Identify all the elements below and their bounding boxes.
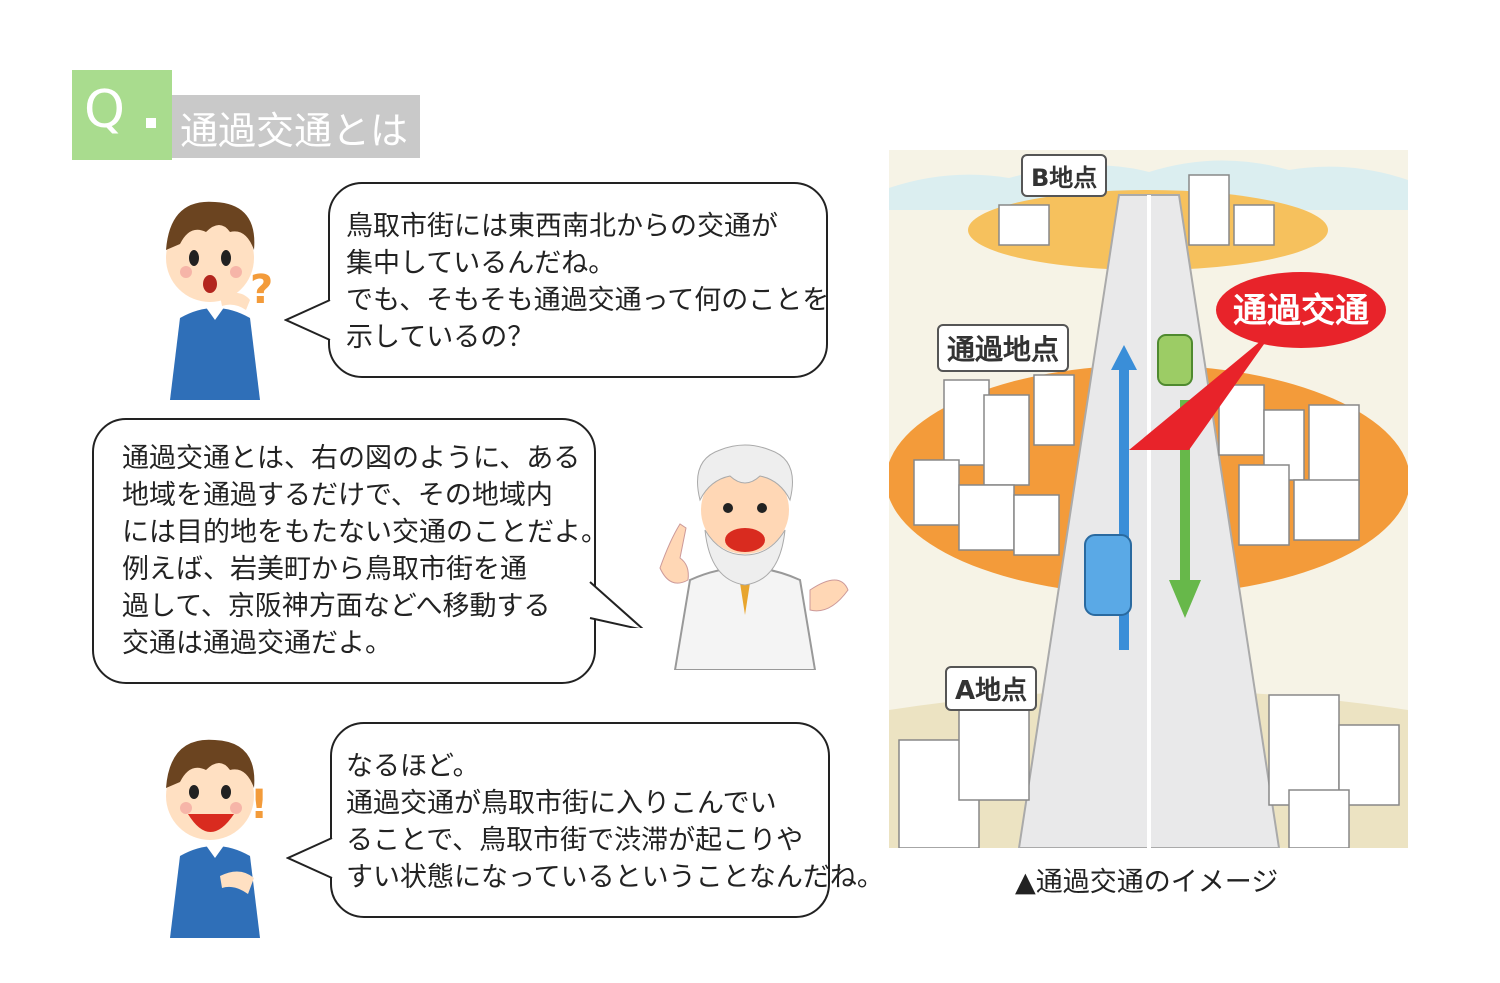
- bubble-tail: [284, 299, 331, 341]
- bubble-text-line: でも、そもそも通過交通って何のことを: [346, 285, 830, 316]
- bubble-text-line: 集中しているんだね。: [346, 248, 616, 279]
- bubble-tail: [589, 581, 644, 628]
- bubble-text-line: ることで、鳥取市街で渋滞が起こりや: [346, 825, 804, 856]
- label-pass-point: 通過地点: [937, 324, 1070, 372]
- page-title: 通過交通とは: [180, 109, 409, 153]
- bubble-text-line: 示しているの？: [346, 322, 535, 353]
- speech-bubble-boy-question: [328, 182, 828, 378]
- bubble-tail: [286, 837, 333, 879]
- through-traffic-figure: 通過交通 B地点 通過地点 A地点: [889, 150, 1408, 848]
- bubble-text-line: 例えば、岩美町から鳥取市街を通: [122, 554, 527, 585]
- boy-surprised-illustration: !: [166, 739, 268, 938]
- svg-text:!: !: [250, 782, 268, 828]
- title-bar: [172, 95, 420, 158]
- speech-bubble-boy-answer: [330, 722, 830, 918]
- bubble-text-line: なるほど。: [346, 751, 480, 782]
- bubble-text-line: 交通は通過交通だよ。: [122, 628, 392, 659]
- figure-scene: 通過交通: [889, 150, 1408, 848]
- label-point-b: B地点: [1021, 154, 1108, 197]
- bubble-text-line: 鳥取市街には東西南北からの交通が: [346, 211, 778, 242]
- question-badge: [72, 70, 172, 160]
- bubble-text-line: 通過交通とは、右の図のように、ある: [122, 443, 581, 474]
- bubble-text-line: には目的地をもたない交通のことだよ。: [122, 517, 608, 548]
- svg-text:?: ?: [250, 267, 273, 313]
- bubble-text-line: 過して、京阪神方面などへ移動する: [122, 591, 551, 622]
- question-letter: Q: [84, 80, 125, 140]
- boy-thinking-illustration: ?: [166, 201, 273, 400]
- professor-illustration: [659, 444, 849, 670]
- bubble-text-line: 通過交通が鳥取市街に入りこんでい: [346, 788, 777, 819]
- figure-callout: 通過交通: [1233, 291, 1369, 331]
- speech-bubble-professor: [92, 418, 596, 684]
- label-point-a: A地点: [945, 666, 1038, 711]
- figure-caption: ▲通過交通のイメージ: [1015, 867, 1279, 898]
- bubble-text-line: 地域を通過するだけで、その地域内: [122, 480, 553, 511]
- bubble-text-line: すい状態になっているということなんだね。: [346, 862, 884, 893]
- question-dot: [146, 118, 156, 128]
